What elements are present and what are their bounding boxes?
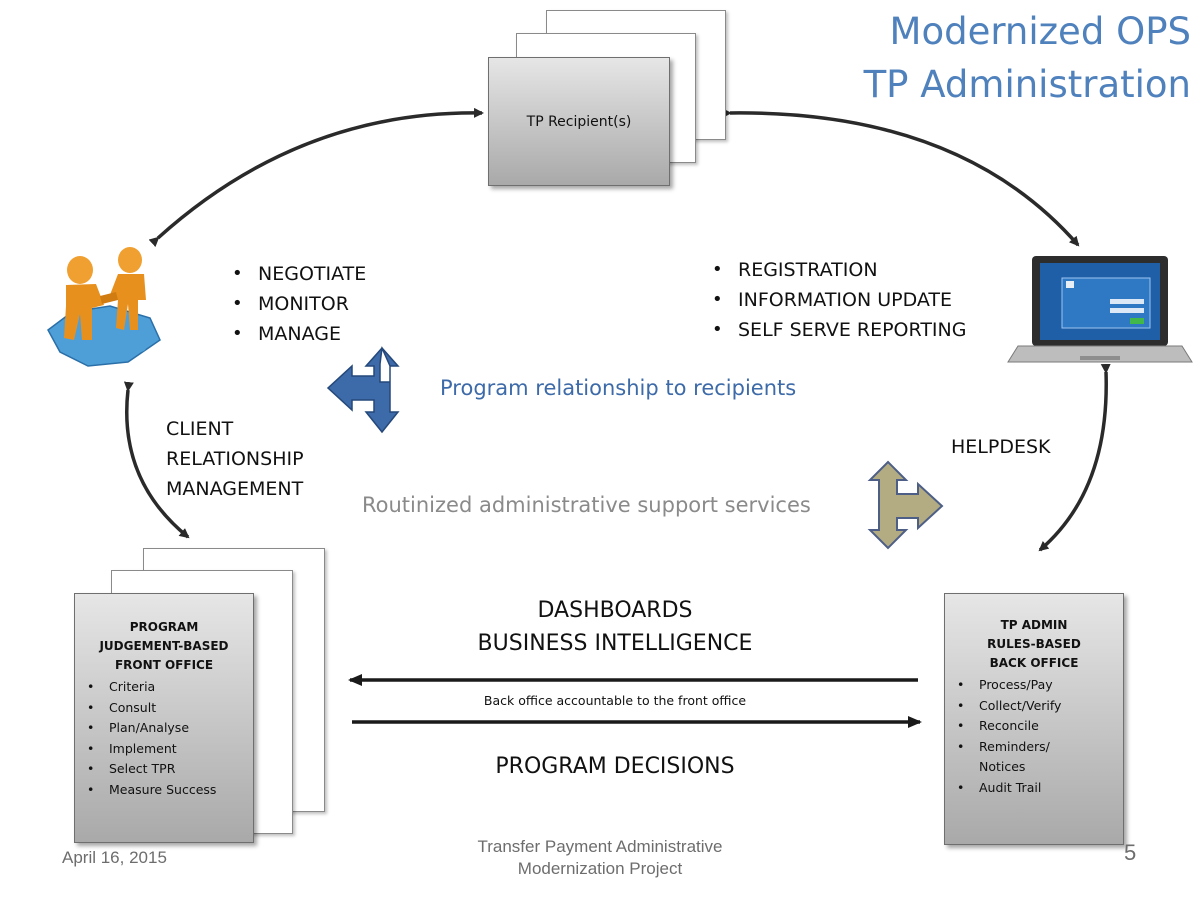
back-office-heading: TP ADMIN RULES-BASED BACK OFFICE [945, 616, 1123, 673]
footer-page-number: 5 [1124, 840, 1137, 865]
front-office-item: Consult [75, 698, 253, 719]
back-office-item: Collect/Verify [945, 696, 1123, 717]
back-office-item: Reminders/ [945, 737, 1123, 758]
front-office-list: Criteria Consult Plan/Analyse Implement … [75, 677, 253, 800]
crm-label-line: MANAGEMENT [166, 478, 304, 500]
back-office-list: Process/Pay Collect/Verify Reconcile Rem… [945, 675, 1123, 798]
title-line-2: TP Administration [863, 63, 1191, 106]
back-office-heading-line: TP ADMIN [1000, 618, 1068, 632]
portal-action-item: REGISTRATION [710, 255, 966, 285]
dashboards-label-line: BUSINESS INTELLIGENCE [477, 631, 753, 656]
program-action-item: NEGOTIATE [230, 259, 366, 289]
back-office-item: Reconcile [945, 716, 1123, 737]
front-office-item: Implement [75, 739, 253, 760]
footer-project: Transfer Payment Administrative Moderniz… [430, 836, 770, 880]
routinized-support-label: Routinized administrative support servic… [362, 493, 811, 517]
arc-arrow-crm-to-recipient [148, 107, 484, 248]
back-office-box: TP ADMIN RULES-BASED BACK OFFICE Process… [944, 593, 1124, 845]
front-office-item: Plan/Analyse [75, 718, 253, 739]
routinized-support-arrow-icon [867, 460, 944, 550]
front-office-heading-line: FRONT OFFICE [114, 658, 214, 672]
crm-label-line: CLIENT [166, 418, 234, 440]
portal-action-item: SELF SERVE REPORTING [710, 315, 966, 345]
front-office-item: Measure Success [75, 780, 253, 801]
footer-project-line: Transfer Payment Administrative [477, 837, 723, 856]
back-office-heading-line: BACK OFFICE [989, 656, 1079, 670]
portal-action-item: INFORMATION UPDATE [710, 285, 966, 315]
arc-arrow-helpdesk-to-back-office [1038, 363, 1111, 552]
dashboards-label-line: DASHBOARDS [537, 598, 693, 623]
program-relationship-arrow-icon [326, 346, 400, 434]
recipient-box: TP Recipient(s) [488, 57, 670, 186]
laptop-login-icon [1007, 256, 1193, 363]
crm-label-line: RELATIONSHIP [166, 448, 304, 470]
program-actions-list: NEGOTIATE MONITOR MANAGE [230, 259, 366, 349]
footer-project-line: Modernization Project [517, 859, 683, 878]
portal-actions-list: REGISTRATION INFORMATION UPDATE SELF SER… [710, 255, 966, 345]
arc-arrow-crm-to-front-office [123, 381, 190, 539]
arc-arrow-recipient-to-portal [721, 108, 1080, 247]
back-office-heading-line: RULES-BASED [987, 637, 1081, 651]
recipient-box-label: TP Recipient(s) [526, 113, 632, 130]
program-relationship-label: Program relationship to recipients [440, 376, 797, 400]
front-office-heading-line: JUDGEMENT-BASED [99, 639, 229, 653]
program-action-item: MANAGE [230, 319, 366, 349]
front-office-item: Select TPR [75, 759, 253, 780]
footer-date: April 16, 2015 [62, 848, 167, 867]
back-office-item: Audit Trail [945, 778, 1123, 799]
title-line-1: Modernized OPS [889, 10, 1191, 53]
front-office-box: PROGRAM JUDGEMENT-BASED FRONT OFFICE Cri… [74, 593, 254, 843]
helpdesk-label: HELPDESK [951, 436, 1051, 458]
program-action-item: MONITOR [230, 289, 366, 319]
front-office-heading: PROGRAM JUDGEMENT-BASED FRONT OFFICE [75, 618, 253, 675]
back-office-item: Process/Pay [945, 675, 1123, 696]
handshake-people-icon [47, 247, 161, 367]
accountability-label: Back office accountable to the front off… [483, 693, 747, 708]
back-office-item-continued: Notices [979, 759, 1026, 774]
decisions-label: PROGRAM DECISIONS [495, 754, 735, 779]
crm-label: CLIENT RELATIONSHIP MANAGEMENT [166, 414, 304, 504]
front-office-heading-line: PROGRAM [129, 620, 199, 634]
front-office-item: Criteria [75, 677, 253, 698]
dashboards-label: DASHBOARDS BUSINESS INTELLIGENCE [440, 594, 790, 660]
